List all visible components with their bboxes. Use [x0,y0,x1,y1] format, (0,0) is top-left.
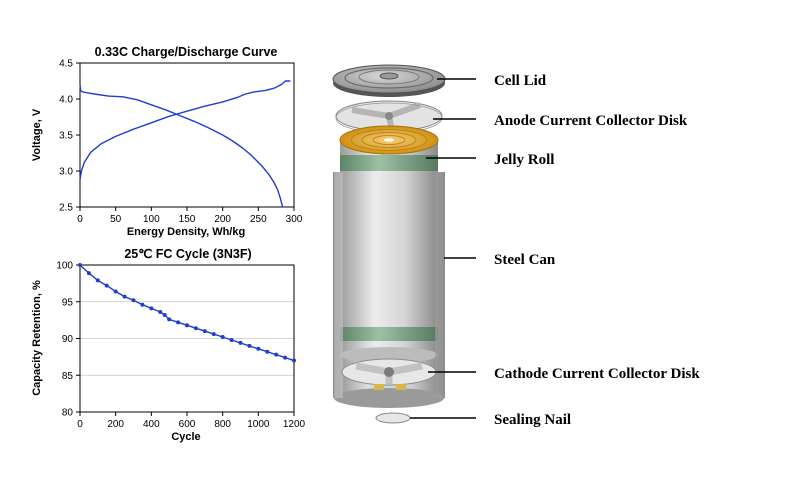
x-tick-label: 200 [107,419,124,430]
data-point [131,298,136,303]
jelly-roll [339,125,439,363]
x-tick-label: 50 [110,214,122,225]
steel-can-bottom [334,388,444,408]
y-tick-label: 3.0 [59,167,73,178]
data-point [256,346,261,351]
steel-can-wall-right [435,172,444,398]
x-tick-label: 1200 [283,419,306,430]
y-tick-label: 95 [62,297,74,308]
chart1-ticks: 0 50 100 150 200 250 300 2.5 3.0 3.5 4.0 4.5 [59,59,303,226]
x-tick-label: 300 [286,214,303,225]
data-point [95,278,100,283]
series-line-0 [79,264,295,362]
x-tick-label: 800 [214,419,231,430]
steel-can-wall-left [334,172,343,398]
x-tick-label: 400 [143,419,160,430]
cycle-chart: 25℃ FC Cycle (3N3F) 0 200 400 600 800 1000 120… [31,247,306,443]
data-point [104,283,109,288]
data-point [229,337,234,342]
cell-lid [332,64,446,97]
data-point [220,335,225,340]
y-tick-label: 4.5 [59,59,73,70]
x-tick-label: 150 [179,214,196,225]
cathode-collector-disk [341,358,437,390]
chart2-gridlines [80,264,294,413]
cell-diagram: Cell Lid Anode Current Collector Disk Je… [332,64,700,428]
y-tick-label: 4.0 [59,95,73,106]
y-tick-label: 80 [62,408,74,419]
data-point [185,323,189,328]
label-steel-can: Steel Can [494,252,556,268]
data-point [86,271,91,276]
sealing-nail [375,412,411,424]
data-point [113,289,118,294]
data-point [78,263,82,267]
data-point [247,343,252,348]
x-tick-label: 0 [77,214,83,225]
chart2-ylabel: Capacity Retention, % [31,280,43,396]
data-point [162,312,167,317]
label-anode-disk: Anode Current Collector Disk [494,113,688,129]
anode-collector-disk [335,100,443,134]
series-line-1 [79,80,291,180]
data-point [158,310,163,315]
data-point [202,329,207,334]
chart2-series-group [78,263,296,363]
x-tick-label: 0 [77,419,83,430]
chart1-ylabel: Voltage, V [31,108,43,161]
data-point [265,349,270,354]
chart2-xlabel: Cycle [171,431,200,443]
data-point [238,340,243,345]
y-tick-label: 2.5 [59,203,73,214]
label-jelly-roll: Jelly Roll [494,152,554,168]
data-point [193,326,198,331]
charge-discharge-chart: 0.33C Charge/Discharge Curve 0 50 100 150 20… [31,45,303,238]
y-tick-label: 90 [62,334,74,345]
y-tick-label: 100 [56,261,73,272]
chart1-series-group [79,80,291,208]
data-point [274,352,279,357]
chart1-title: 0.33C Charge/Discharge Curve [95,45,278,59]
chart2-title: 25℃ FC Cycle (3N3F) [124,247,251,261]
y-tick-label: 3.5 [59,131,73,142]
data-point [167,317,172,322]
label-cell-lid: Cell Lid [494,73,547,89]
data-point [211,332,216,337]
chart1-plot-frame [79,62,295,208]
data-point [283,355,288,360]
chart2-ticks: 0 200 400 600 800 1000 1200 80 85 90 95 100 [56,261,305,431]
data-point [176,320,181,325]
label-cathode-disk: Cathode Current Collector Disk [494,366,700,382]
data-point [122,294,127,299]
x-tick-label: 600 [179,419,196,430]
label-sealing-nail: Sealing Nail [494,412,571,428]
x-tick-label: 250 [250,214,267,225]
x-tick-label: 200 [214,214,231,225]
x-tick-label: 100 [143,214,160,225]
data-point [292,358,296,363]
y-tick-label: 85 [62,371,74,382]
data-point [149,306,154,311]
series-line-0 [79,84,284,208]
data-point [140,302,145,307]
x-tick-label: 1000 [247,419,270,430]
chart1-xlabel: Energy Density, Wh/kg [127,226,245,238]
